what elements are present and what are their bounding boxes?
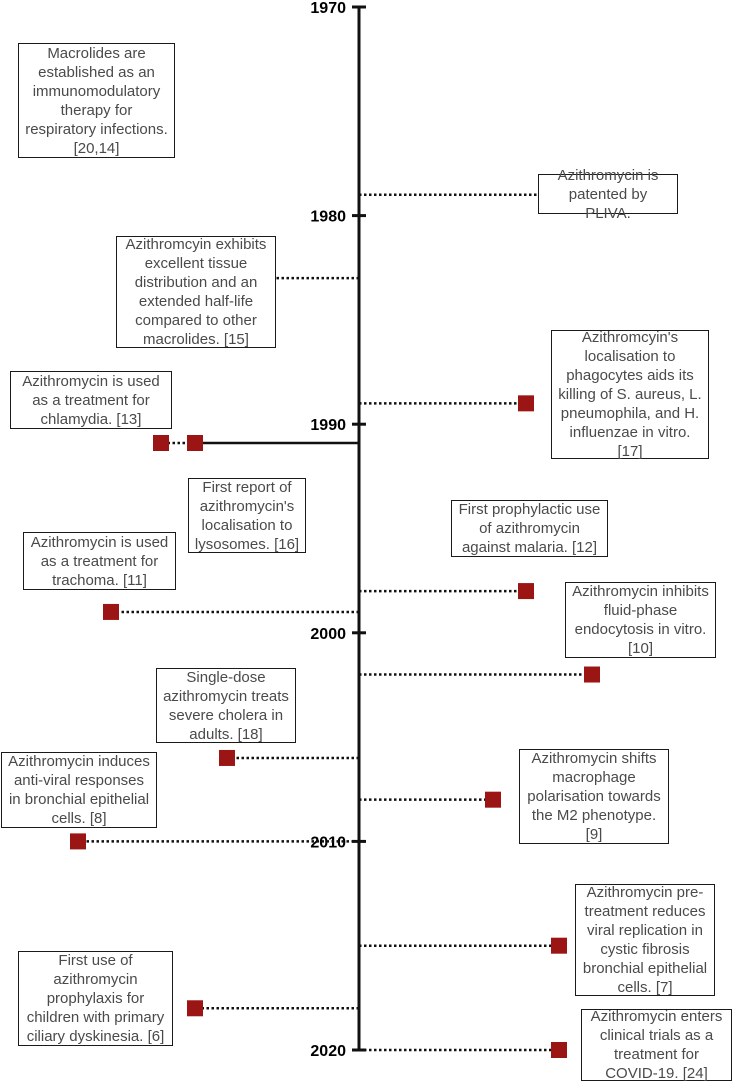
event-marker (551, 937, 567, 954)
event-text: Azithromycin is patented by PLIVA. (557, 166, 659, 222)
event-marker (518, 395, 534, 412)
axis-tick-label: 2010 (310, 834, 346, 851)
event-text: First prophylactic use of azithromycin a… (458, 501, 601, 556)
event-text: First report of azithromycin's localisat… (194, 478, 300, 553)
event-text: Azithromycin is used as a treatment for … (30, 533, 169, 589)
axis-tick-label: 1970 (310, 0, 346, 17)
event-box-e01: Macrolides are established as an immunom… (18, 43, 175, 158)
event-text: Azithromcyin's localisation to phagocyte… (558, 329, 702, 460)
event-text: Macrolides are established as an immunom… (25, 44, 168, 157)
axis-tick-label: 2000 (310, 626, 346, 643)
event-marker (187, 1000, 203, 1017)
event-marker (485, 791, 501, 808)
event-box-e04: Azithromcyin's localisation to phagocyte… (551, 329, 709, 460)
event-text: Azithromycin shifts macrophage polarisat… (527, 750, 661, 843)
axis-tick-label: 1980 (310, 209, 346, 226)
event-marker (103, 603, 119, 620)
event-text: Azithromycin inhibits fluid-phase endocy… (572, 583, 709, 657)
event-marker (219, 749, 235, 766)
event-text: First use of azithromycin prophylaxis fo… (26, 952, 165, 1045)
event-box-e09: Azithromycin inhibits fluid-phase endocy… (565, 582, 716, 658)
event-box-e15: Azithromycin enters clinical trials as a… (581, 1008, 732, 1082)
event-text: Azithromycin pre-treatment reduces viral… (582, 884, 708, 996)
event-text: Azithromycin induces anti-viral response… (8, 753, 150, 827)
axis-tick-label: 2020 (310, 1043, 346, 1060)
event-marker (518, 583, 534, 600)
event-box-e03: Azithromcyin exhibits excellent tissue d… (116, 236, 276, 348)
event-text: Azithromycin is used as a treatment for … (22, 372, 160, 428)
event-box-e14: First use of azithromycin prophylaxis fo… (18, 951, 173, 1046)
event-box-e07: First prophylactic use of azithromycin a… (451, 500, 608, 557)
event-text: Azithromcyin exhibits excellent tissue d… (125, 236, 267, 348)
event-text: Single-dose azithromycin treats severe c… (163, 668, 289, 743)
event-box-e12: Azithromycin induces anti-viral response… (1, 752, 157, 828)
event-text: Azithromycin enters clinical trials as a… (590, 1008, 723, 1082)
timeline-ticks: 1970 1980 1990 2000 2010 2020 (310, 0, 366, 1060)
event-box-e02: Azithromycin is patented by PLIVA. (538, 167, 678, 222)
event-marker (187, 435, 203, 451)
event-marker (584, 666, 600, 683)
event-box-e05: Azithromycin is used as a treatment for … (10, 371, 172, 429)
event-box-e10: Single-dose azithromycin treats severe c… (156, 668, 296, 743)
event-box-e08: Azithromycin is used as a treatment for … (23, 532, 176, 590)
event-marker (551, 1042, 567, 1058)
axis-tick-label: 1990 (310, 417, 346, 434)
event-marker (153, 435, 169, 451)
event-box-e13: Azithromycin pre-treatment reduces viral… (575, 884, 715, 996)
event-box-e11: Azithromycin shifts macrophage polarisat… (519, 749, 669, 844)
event-marker (70, 833, 86, 850)
event-box-e06: First report of azithromycin's localisat… (188, 478, 306, 553)
